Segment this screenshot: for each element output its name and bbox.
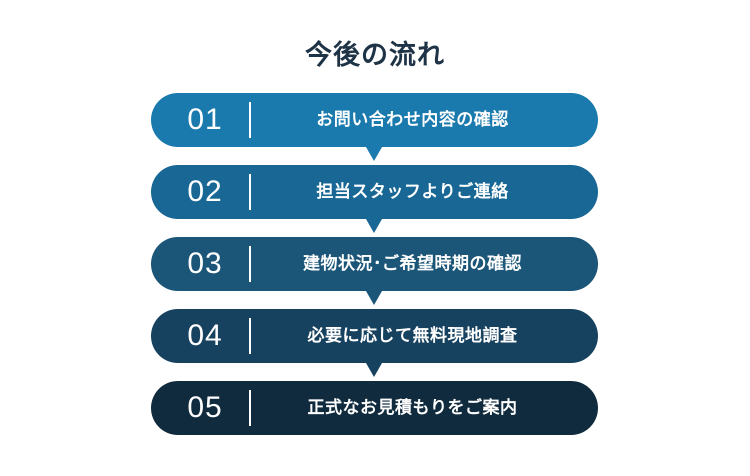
step-divider	[249, 318, 251, 354]
step-04: 04 必要に応じて無料現地調査	[151, 309, 598, 377]
step-label: 正式なお見積もりをご案内	[307, 398, 518, 418]
step-number: 05	[187, 391, 223, 424]
step-label: お問い合わせ内容の確認	[316, 110, 509, 130]
step-03: 03 建物状況･ご希望時期の確認	[151, 237, 598, 305]
step-number: 01	[187, 103, 223, 136]
down-arrow-icon	[366, 219, 382, 233]
step-divider	[249, 390, 251, 426]
flow-title: 今後の流れ	[305, 40, 445, 71]
step-01: 01 お問い合わせ内容の確認	[151, 93, 598, 161]
step-label: 担当スタッフよりご連絡	[316, 182, 509, 202]
step-number: 04	[187, 319, 223, 352]
down-arrow-icon	[366, 291, 382, 305]
step-divider	[249, 246, 251, 282]
flow-steps: 01 お問い合わせ内容の確認 02 担当スタッフよりご連絡 03 建物状況･ご希…	[151, 93, 598, 435]
step-divider	[249, 174, 251, 210]
step-02: 02 担当スタッフよりご連絡	[151, 165, 598, 233]
step-number: 02	[187, 175, 223, 208]
step-label: 建物状況･ご希望時期の確認	[303, 254, 522, 274]
step-05: 05 正式なお見積もりをご案内	[151, 381, 598, 435]
down-arrow-icon	[366, 147, 382, 161]
down-arrow-icon	[366, 363, 382, 377]
step-label: 必要に応じて無料現地調査	[307, 326, 518, 346]
step-number: 03	[187, 247, 223, 280]
step-divider	[249, 102, 251, 138]
